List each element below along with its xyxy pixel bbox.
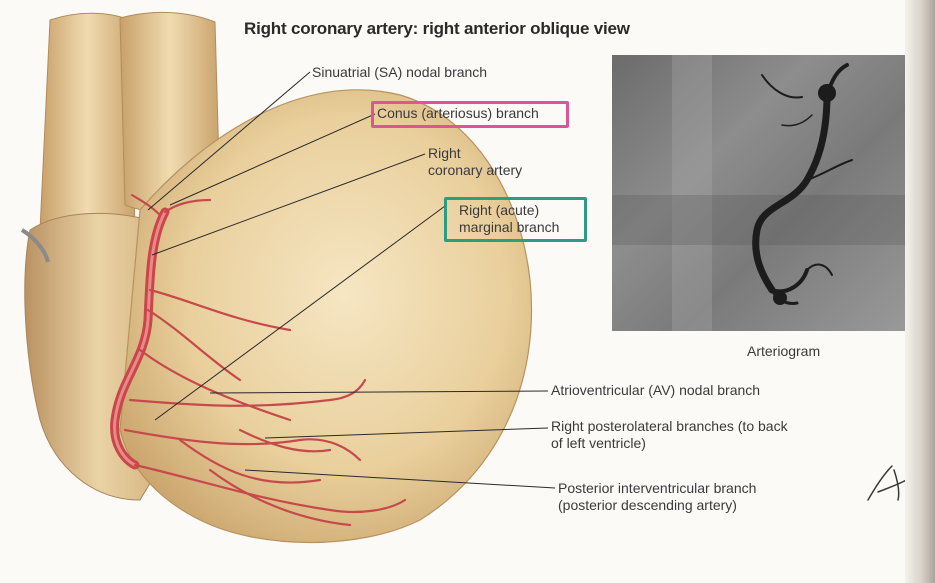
page-edge-shadow	[905, 0, 935, 583]
